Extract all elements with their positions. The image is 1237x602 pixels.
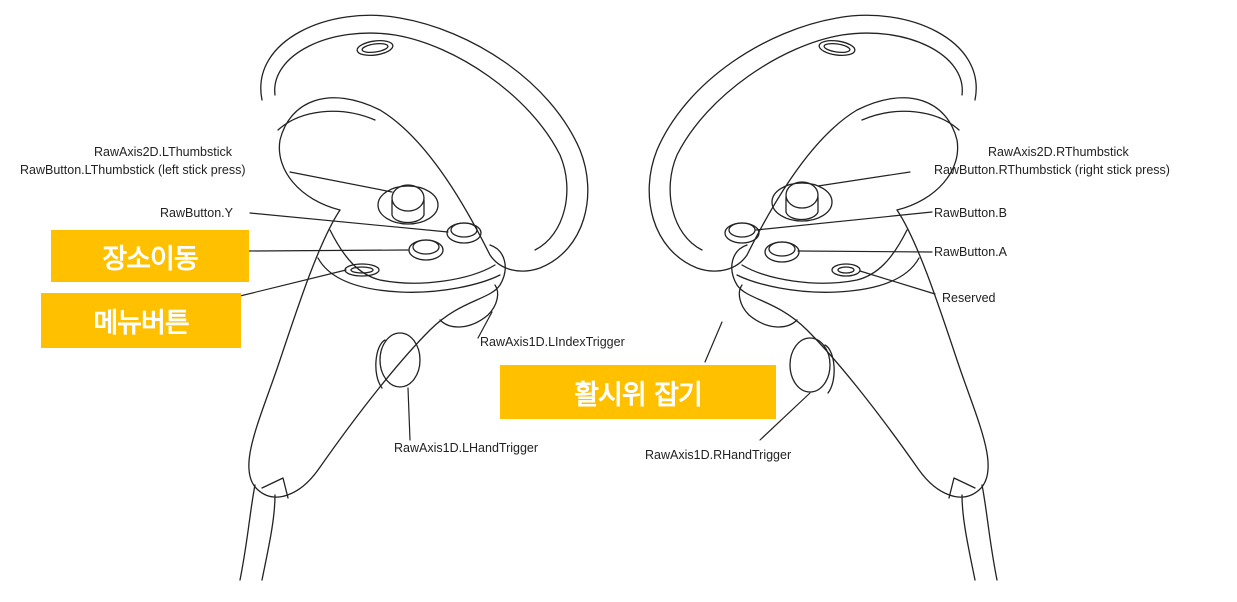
label-l-hand-trigger: RawAxis1D.LHandTrigger	[394, 441, 539, 455]
label-l-index-trigger: RawAxis1D.LIndexTrigger	[480, 335, 625, 349]
label-r-thumbstick-axis: RawAxis2D.RThumbstick	[988, 145, 1129, 159]
right-thumbstick	[785, 181, 819, 209]
right-controller	[648, 14, 998, 581]
label-r-hand-trigger: RawAxis1D.RHandTrigger	[645, 448, 792, 462]
label-r-thumbstick-button: RawButton.RThumbstick (right stick press…	[934, 163, 1170, 177]
label-l-thumbstick-button: RawButton.LThumbstick (left stick press)	[20, 163, 246, 177]
leader-lines	[239, 171, 936, 441]
left-ring-slot	[356, 39, 394, 57]
right-reserved-button	[831, 263, 861, 277]
left-thumbstick	[391, 184, 425, 212]
left-menu-button	[344, 263, 380, 277]
left-tracking-ring	[260, 14, 589, 272]
right-tracking-ring	[648, 14, 977, 272]
right-hand-trigger	[789, 337, 831, 393]
highlight-grab-bow: 활시위 잡기	[500, 365, 776, 419]
left-grip-body	[248, 209, 506, 498]
label-reserved: Reserved	[942, 291, 996, 305]
right-ring-slot	[818, 39, 856, 57]
highlight-menu: 메뉴버튼	[41, 293, 241, 348]
label-l-thumbstick-axis: RawAxis2D.LThumbstick	[93, 145, 232, 159]
right-grip-body	[731, 209, 989, 498]
label-button-a: RawButton.A	[934, 245, 1007, 259]
left-controller	[239, 14, 589, 581]
label-button-b: RawButton.B	[934, 206, 1007, 220]
left-hand-trigger	[379, 332, 421, 388]
highlight-move: 장소이동	[51, 230, 249, 282]
label-button-y: RawButton.Y	[160, 206, 233, 220]
